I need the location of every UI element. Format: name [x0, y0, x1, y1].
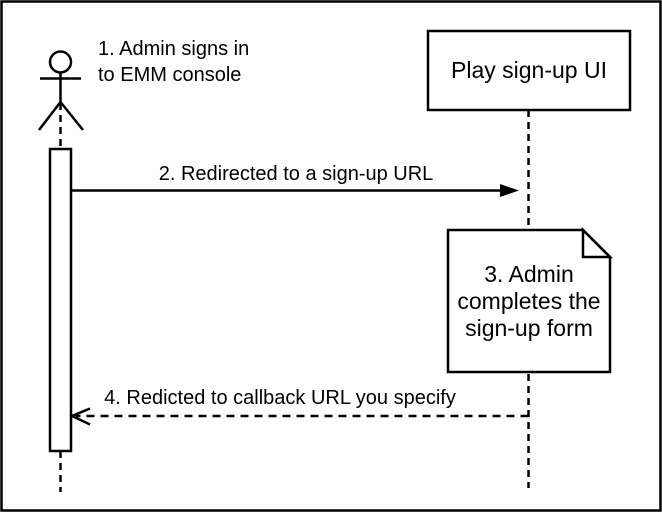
- note-signup-form: 3. Admin completes the sign-up form: [446, 226, 614, 374]
- arrowhead-open-left-icon: [68, 407, 91, 426]
- message-redirect-label: 2. Redirected to a sign-up URL: [159, 163, 434, 185]
- actor-figure: [38, 50, 84, 131]
- actor-label-line1: 1. Admin signs in: [98, 38, 249, 60]
- actor-left-leg: [38, 101, 62, 131]
- message-callback-label: 4. Redicted to callback URL you specify: [104, 387, 456, 409]
- arrowhead-solid-right-icon: [500, 184, 519, 197]
- actor-label-line2: to EMM console: [98, 64, 241, 86]
- play-signup-box: [426, 29, 632, 112]
- note-label-line2: completes the: [457, 288, 600, 314]
- note-body: [446, 228, 612, 374]
- activation-bar: [48, 147, 73, 453]
- actor-label: 1. Admin signs in to EMM console: [98, 38, 249, 86]
- note-fold-corner-icon: [581, 226, 614, 259]
- message-callback: 4. Redicted to callback URL you specify: [68, 387, 529, 426]
- actor-head-icon: [48, 50, 73, 74]
- message-redirect: 2. Redirected to a sign-up URL: [71, 163, 519, 197]
- note-label-line3: sign-up form: [465, 315, 593, 341]
- play-signup-label: Play sign-up UI: [451, 57, 607, 83]
- note-label-line1: 3. Admin: [484, 261, 574, 287]
- actor-right-leg: [59, 101, 84, 131]
